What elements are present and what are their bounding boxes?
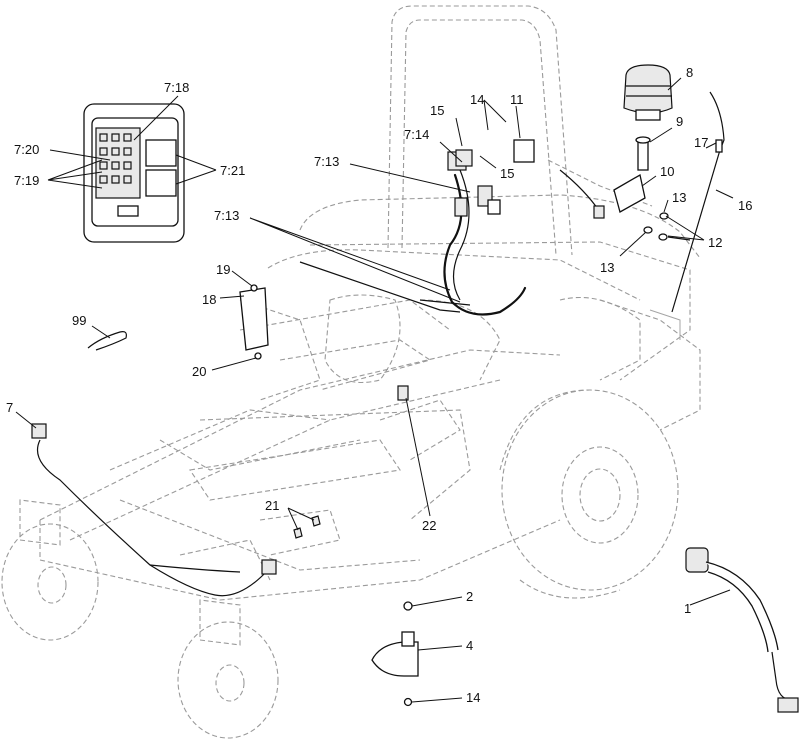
switch-bracket bbox=[239, 284, 269, 351]
callout-19: 19 bbox=[216, 262, 230, 277]
nut-2 bbox=[403, 601, 413, 611]
leader-lines bbox=[15, 77, 734, 703]
callout-15-top: 15 bbox=[430, 103, 444, 118]
callout-20: 20 bbox=[192, 364, 206, 379]
alarm-horn bbox=[371, 631, 419, 677]
bolts-and-washers bbox=[643, 212, 691, 241]
callout-7-18: 7:18 bbox=[164, 80, 189, 95]
sensor-harness bbox=[31, 423, 277, 597]
callout-labels: 7:18 7:20 7:19 7:21 15 14 11 8 7:14 9 7:… bbox=[6, 65, 752, 705]
callout-9: 9 bbox=[676, 114, 683, 129]
callout-13-upper: 13 bbox=[672, 190, 686, 205]
mount-bracket bbox=[613, 173, 646, 213]
callout-21: 21 bbox=[265, 498, 279, 513]
callout-10: 10 bbox=[660, 164, 674, 179]
mower-frame-outline bbox=[1, 5, 701, 739]
callout-7-14: 7:14 bbox=[404, 127, 429, 142]
callout-18: 18 bbox=[202, 292, 216, 307]
callout-1: 1 bbox=[684, 601, 691, 616]
callout-15-lower: 15 bbox=[500, 166, 514, 181]
callout-14-top: 14 bbox=[470, 92, 484, 107]
callout-7-21: 7:21 bbox=[220, 163, 245, 178]
callout-2: 2 bbox=[466, 589, 473, 604]
callout-4: 4 bbox=[466, 638, 473, 653]
callout-7-20: 7:20 bbox=[14, 142, 39, 157]
relay bbox=[513, 139, 535, 163]
connector-detail-inset bbox=[83, 103, 185, 243]
callout-13-lower: 13 bbox=[600, 260, 614, 275]
beacon-cable bbox=[671, 91, 725, 313]
nut-20 bbox=[254, 352, 262, 360]
main-wire-harness bbox=[299, 151, 605, 316]
callout-7-19: 7:19 bbox=[14, 173, 39, 188]
extension-harness bbox=[685, 547, 799, 713]
sensor-22 bbox=[397, 385, 409, 401]
callout-14-bottom: 14 bbox=[466, 690, 480, 705]
callout-7-13-lower: 7:13 bbox=[214, 208, 239, 223]
callout-99: 99 bbox=[72, 313, 86, 328]
callout-12: 12 bbox=[708, 235, 722, 250]
callout-22: 22 bbox=[422, 518, 436, 533]
connector-7-14 bbox=[455, 149, 473, 167]
bolts-21 bbox=[293, 515, 321, 539]
callout-16: 16 bbox=[738, 198, 752, 213]
beacon-mount-post bbox=[635, 136, 651, 171]
callout-17: 17 bbox=[694, 135, 708, 150]
callout-7-13-upper: 7:13 bbox=[314, 154, 339, 169]
beacon-light bbox=[623, 64, 673, 121]
nut-14 bbox=[403, 697, 413, 707]
callout-7: 7 bbox=[6, 400, 13, 415]
callout-11: 11 bbox=[510, 92, 524, 107]
callout-8: 8 bbox=[686, 65, 693, 80]
cable-tie bbox=[87, 331, 127, 351]
